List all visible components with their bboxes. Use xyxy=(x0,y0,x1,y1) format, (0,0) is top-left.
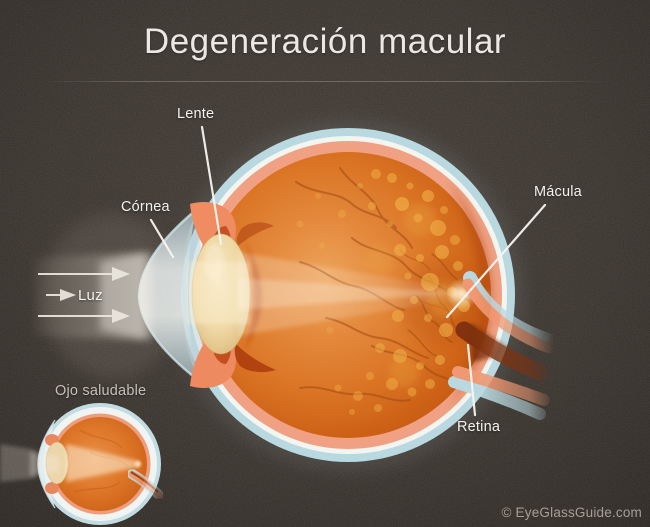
light-beam xyxy=(34,214,494,378)
page-title: Degeneración macular xyxy=(143,22,507,61)
optic-nerve xyxy=(448,271,558,420)
light-direction-arrow xyxy=(38,309,130,323)
label-retina: Retina xyxy=(457,419,501,435)
light-direction-arrow xyxy=(46,289,76,301)
inset-healthy-eye xyxy=(0,403,165,525)
label-macula: Mácula xyxy=(534,184,582,200)
copyright-text: © EyeGlassGuide.com xyxy=(501,505,642,520)
light-arrows xyxy=(38,267,130,323)
inset-optic-nerve xyxy=(127,469,165,501)
drusen-spots xyxy=(296,169,470,415)
title-divider xyxy=(40,81,610,82)
main-eye xyxy=(34,128,558,462)
pointer-lines xyxy=(149,125,547,417)
pointer-line-macula xyxy=(445,203,547,319)
inset-iris-bottom xyxy=(45,482,59,494)
light-direction-arrow xyxy=(38,267,130,281)
label-cornea: Córnea xyxy=(121,199,170,215)
label-luz: Luz xyxy=(78,287,103,304)
pointer-line-lente xyxy=(200,125,223,246)
pointer-line-cornea xyxy=(149,218,175,259)
inset-caption: Ojo saludable xyxy=(55,383,147,399)
inset-light-beam xyxy=(0,444,143,482)
label-lente: Lente xyxy=(177,106,215,122)
pointer-line-retina xyxy=(466,343,477,417)
